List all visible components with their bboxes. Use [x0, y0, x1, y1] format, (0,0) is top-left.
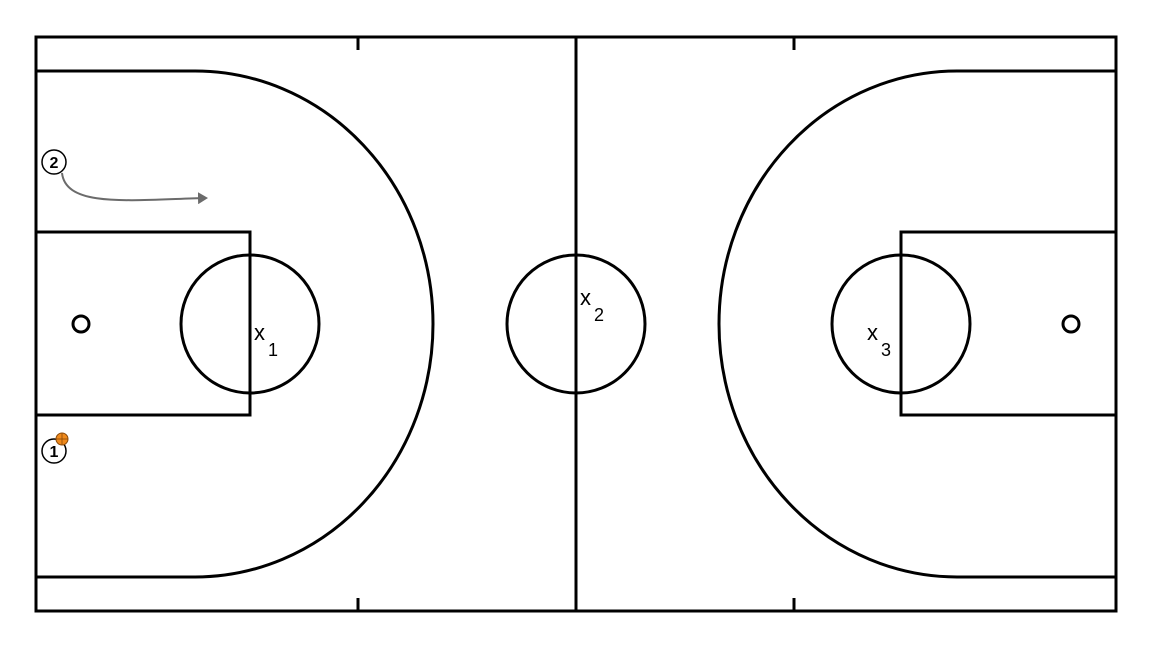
- offense-player-1-number: 1: [50, 444, 59, 461]
- defender-x3[interactable]: x 3: [867, 320, 891, 360]
- defender-x3-symbol: x: [867, 320, 878, 345]
- basket-left: [71, 314, 91, 334]
- offense-player-1[interactable]: 1: [41, 432, 69, 464]
- movement-arrow-icon: [61, 172, 208, 205]
- offense-player-2-circle: [41, 149, 67, 175]
- defender-x1-symbol: x: [254, 320, 265, 345]
- defender-x3-number: 3: [881, 340, 891, 360]
- defender-x1[interactable]: x 1: [254, 320, 278, 360]
- defender-x1-number: 1: [268, 340, 278, 360]
- key-right: [899, 230, 1118, 417]
- defender-x2[interactable]: x 2: [580, 285, 604, 325]
- defender-x2-number: 2: [594, 305, 604, 325]
- offense-player-2[interactable]: 2: [41, 149, 67, 175]
- basketball-icon: [55, 432, 69, 446]
- offense-player-2-number: 2: [50, 155, 59, 172]
- basket-right: [1061, 314, 1081, 334]
- three-point-line-left: [36, 69, 435, 579]
- key-left: [34, 230, 252, 417]
- center-circle: [505, 253, 647, 395]
- free-throw-circle-right: [830, 253, 972, 395]
- defender-x2-symbol: x: [580, 285, 591, 310]
- free-throw-circle-left: [179, 253, 321, 395]
- three-point-line-right: [717, 69, 1116, 579]
